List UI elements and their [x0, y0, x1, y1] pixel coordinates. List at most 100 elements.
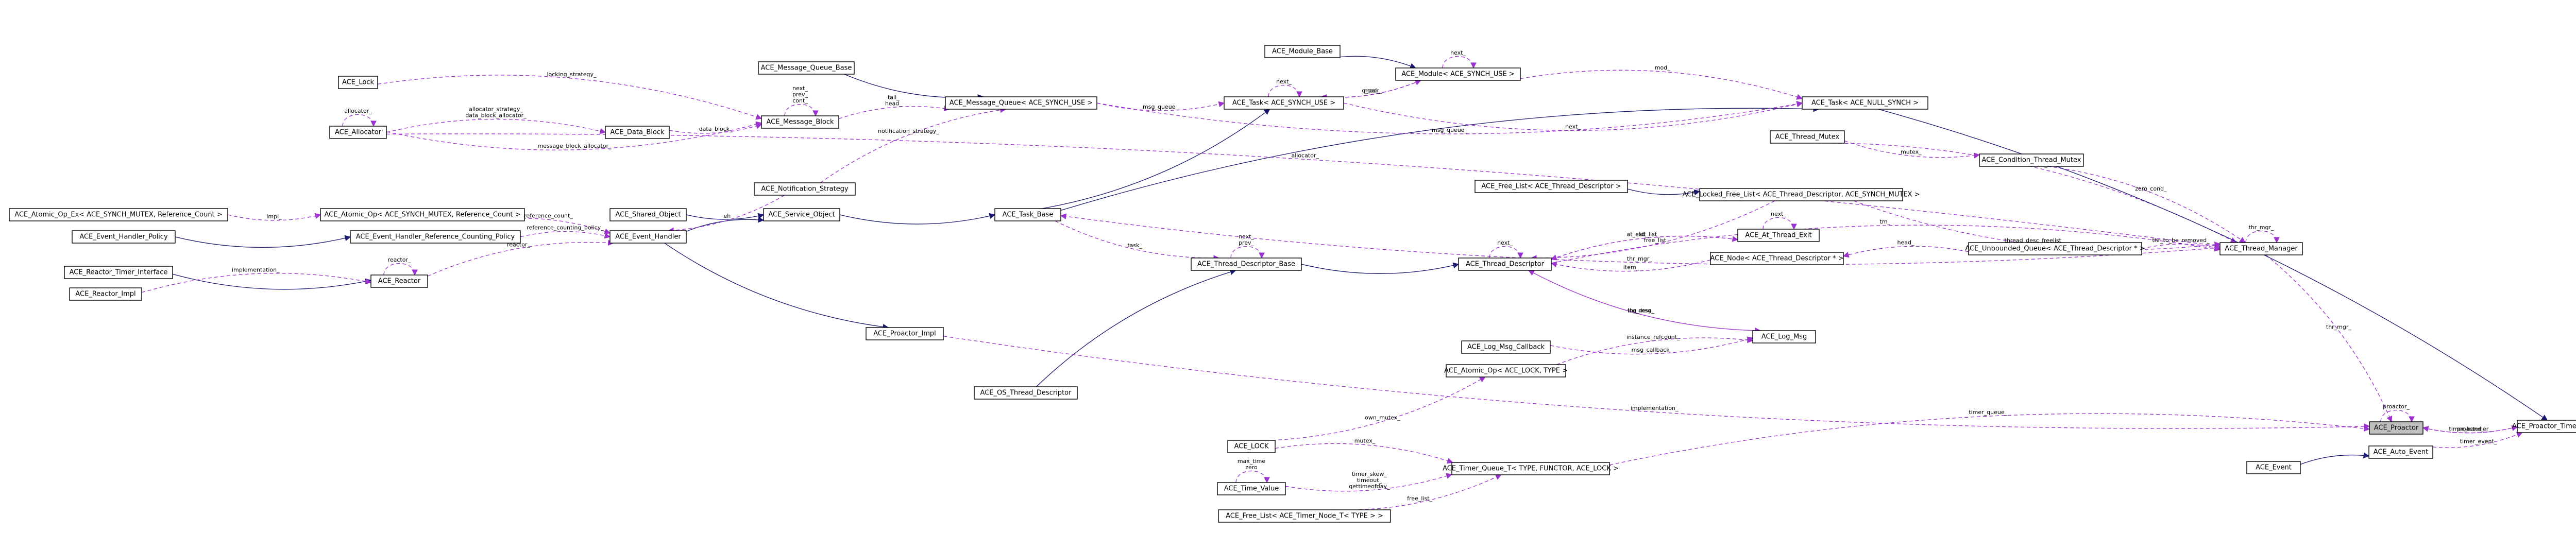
usage-arrow [2422, 425, 2518, 434]
edge-label: item_ [1623, 264, 1639, 270]
edge-label: msg_queue_ [1143, 104, 1178, 110]
class-node-logcb[interactable]: ACE_Log_Msg_Callback [1461, 340, 1551, 354]
class-node-allocator[interactable]: ACE_Allocator [329, 126, 387, 139]
usage-arrow [1334, 474, 1502, 510]
inheritance-arrow [1340, 56, 1416, 69]
class-label: ACE_LOCK [1234, 443, 1269, 451]
class-node-reactor[interactable]: ACE_Reactor [370, 274, 428, 288]
edge-label: allocator_ [344, 108, 372, 114]
class-label: ACE_Reactor_Impl [75, 290, 135, 298]
class-node-nodetd[interactable]: ACE_Node< ACE_Thread_Descriptor * > [1710, 252, 1844, 265]
edge-label: mod_ [1364, 88, 1380, 94]
edges-layer: tail_head_msg_queue_q_pair_mod_next_next… [141, 49, 2548, 510]
edge-td-to-td: next_ [1489, 239, 1523, 259]
class-box [1699, 188, 1903, 201]
class-node-ate[interactable]: ACE_At_Thread_Exit [1737, 229, 1820, 242]
usage-arrow [427, 239, 614, 277]
class-box [350, 230, 521, 244]
class-node-rtimer[interactable]: ACE_Reactor_Timer_Interface [64, 266, 173, 279]
class-node-autoevent[interactable]: ACE_Auto_Event [2368, 445, 2433, 459]
class-label: ACE_Allocator [335, 129, 382, 136]
class-node-tasknull[interactable]: ACE_Task< ACE_NULL_SYNCH > [1802, 96, 1928, 110]
edge-label: locking_strategy_ [547, 71, 597, 78]
class-node-logmsg[interactable]: ACE_Log_Msg [1752, 330, 1816, 343]
edge-ate-to-ate: next_ [1762, 211, 1797, 230]
class-box [329, 126, 387, 139]
class-node-pth[interactable]: ACE_Proactor_Timer_Handler [2512, 420, 2576, 433]
edge-tq-to-proactor: timer_queue_ [1609, 409, 2370, 466]
class-node-taskbase[interactable]: ACE_Task_Base [994, 208, 1061, 221]
edge-ehrcpolicy-to-eh: reference_counting_policy_ [520, 225, 611, 239]
usage-arrow [2245, 231, 2280, 244]
edge-ehpolicy-to-ehrcpolicy [175, 235, 351, 248]
edge-label: task_ [1127, 242, 1142, 249]
usage-arrow [1530, 200, 1775, 261]
class-node-atomicex[interactable]: ACE_Atomic_Op_Ex< ACE_SYNCH_MUTEX, Refer… [9, 208, 228, 221]
class-label: ACE_Atomic_Op< ACE_LOCK, TYPE > [1444, 367, 1568, 375]
class-node-thmutex[interactable]: ACE_Thread_Mutex [1770, 130, 1845, 144]
inheritance-arrow [1036, 269, 1236, 387]
usage-arrow [1268, 85, 1302, 98]
class-node-task[interactable]: ACE_Task< ACE_SYNCH_USE > [1224, 96, 1344, 110]
usage-arrow [383, 263, 418, 276]
class-box [1752, 330, 1816, 343]
class-node-mqbase[interactable]: ACE_Message_Queue_Base [758, 61, 855, 75]
class-node-atomic[interactable]: ACE_Atomic_Op< ACE_SYNCH_MUTEX, Referenc… [320, 208, 525, 221]
class-node-modbase[interactable]: ACE_Module_Base [1264, 45, 1341, 58]
inheritance-arrow [1878, 109, 2548, 421]
class-box [1461, 340, 1551, 354]
class-node-pimpl[interactable]: ACE_Proactor_Impl [866, 327, 944, 340]
class-node-condmutex[interactable]: ACE_Condition_Thread_Mutex [1979, 153, 2084, 167]
class-node-lock[interactable]: ACE_Lock [338, 76, 378, 89]
class-box [2219, 242, 2303, 255]
class-label: ACE_Lock [342, 79, 375, 87]
class-node-proactor[interactable]: ACE_Proactor [2369, 421, 2424, 435]
usage-arrow [377, 75, 762, 120]
class-node-eh[interactable]: ACE_Event_Handler [609, 230, 687, 244]
class-node-notif[interactable]: ACE_Notification_Strategy [754, 182, 856, 196]
usage-arrow [386, 118, 606, 134]
edge-label: mutex_ [1901, 149, 1922, 156]
class-node-lfl[interactable]: ACE_Locked_Free_List< ACE_Thread_Descrip… [1683, 188, 1920, 201]
usage-arrow [784, 104, 819, 117]
class-node-datablock[interactable]: ACE_Data_Block [605, 126, 670, 139]
class-node-rimpl[interactable]: ACE_Reactor_Impl [69, 287, 142, 301]
class-node-mq[interactable]: ACE_Message_Queue< ACE_SYNCH_USE > [945, 96, 1097, 110]
class-node-msgblock[interactable]: ACE_Message_Block [761, 115, 839, 129]
edge-label: impl_ [266, 213, 282, 220]
usage-arrow [2265, 254, 2393, 423]
usage-arrow [1556, 337, 1754, 365]
class-box [1458, 257, 1552, 271]
class-node-uq[interactable]: ACE_Unbounded_Queue< ACE_Thread_Descript… [1965, 242, 2145, 255]
class-node-ehrcpolicy[interactable]: ACE_Event_Handler_Reference_Counting_Pol… [350, 230, 521, 244]
class-node-tdbase[interactable]: ACE_Thread_Descriptor_Base [1191, 257, 1302, 271]
edge-label: implementation_ [1631, 405, 1679, 411]
class-node-svcobj[interactable]: ACE_Service_Object [763, 208, 840, 221]
class-node-td[interactable]: ACE_Thread_Descriptor [1458, 257, 1552, 271]
class-label: ACE_Atomic_Op< ACE_SYNCH_MUTEX, Referenc… [325, 211, 521, 219]
edge-thmutex-to-condmutex: mutex_ [1844, 140, 1980, 159]
class-box [1737, 229, 1820, 242]
class-node-tq[interactable]: ACE_Timer_Queue_T< TYPE, FUNCTOR, ACE_LO… [1443, 462, 1619, 475]
class-node-tm[interactable]: ACE_Thread_Manager [2219, 242, 2303, 255]
class-box [2368, 445, 2433, 459]
class-node-ehpolicy[interactable]: ACE_Event_Handler_Policy [72, 230, 176, 244]
class-node-acelock[interactable]: ACE_LOCK [1227, 440, 1276, 453]
usage-arrow [838, 105, 951, 119]
class-label: ACE_Proactor_Timer_Handler [2512, 423, 2576, 431]
class-label: ACE_Message_Queue< ACE_SYNCH_USE > [950, 99, 1093, 107]
edge-label: next_prev_ [1239, 233, 1255, 246]
edge-label: tail_head_ [885, 94, 902, 107]
class-node-event[interactable]: ACE_Event [2246, 461, 2301, 474]
class-box [866, 327, 944, 340]
edge-logmsg-to-td: thr_desc_ [1528, 270, 1760, 331]
class-node-atomiclock[interactable]: ACE_Atomic_Op< ACE_LOCK, TYPE > [1444, 364, 1568, 377]
class-node-ostd[interactable]: ACE_OS_Thread_Descriptor [974, 386, 1078, 400]
edge-task-to-task: next_ [1268, 78, 1302, 98]
usage-arrow [820, 107, 1006, 183]
class-node-timevalue[interactable]: ACE_Time_Value [1217, 482, 1286, 495]
class-node-module[interactable]: ACE_Module< ACE_SYNCH_USE > [1395, 67, 1521, 81]
class-node-fl[interactable]: ACE_Free_List< ACE_Thread_Descriptor > [1475, 180, 1628, 193]
class-node-sharedobj[interactable]: ACE_Shared_Object [609, 208, 687, 221]
class-node-fltn[interactable]: ACE_Free_List< ACE_Timer_Node_T< TYPE > … [1218, 509, 1391, 523]
